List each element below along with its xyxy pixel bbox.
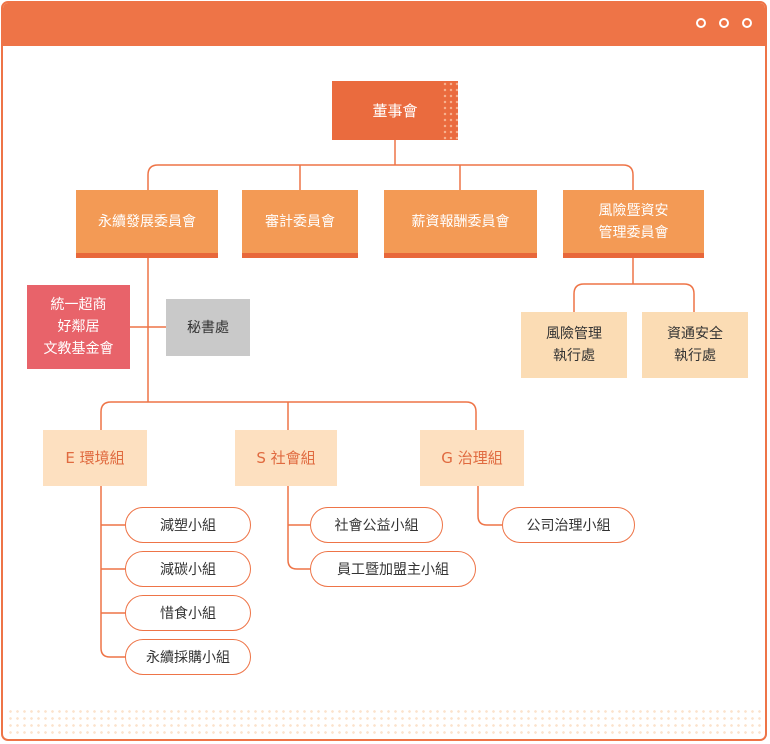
subgroup-label: 減塑小組 <box>160 518 216 534</box>
group-environment: E 環境組 <box>43 430 147 486</box>
window-dot-icon[interactable] <box>742 18 752 28</box>
foundation-node: 統一超商 好鄰居 文教基金會 <box>27 285 130 369</box>
footer-dot-pattern <box>7 708 763 738</box>
subgroup-pill: 減碳小組 <box>125 551 251 587</box>
committee-sustainability: 永續發展委員會 <box>76 190 218 258</box>
subgroup-pill: 社會公益小組 <box>310 507 443 543</box>
subgroup-label: 社會公益小組 <box>334 518 419 534</box>
title-bar <box>3 3 765 46</box>
committee-label: 風險暨資安 管理委員會 <box>598 202 669 241</box>
window-dot-icon[interactable] <box>696 18 706 28</box>
subgroup-label: 公司治理小組 <box>526 518 611 534</box>
executive-risk-management: 風險管理 執行處 <box>521 312 627 378</box>
subgroup-pill: 公司治理小組 <box>502 507 635 543</box>
foundation-label: 統一超商 好鄰居 文教基金會 <box>43 297 114 357</box>
executive-label: 風險管理 執行處 <box>546 326 602 364</box>
committee-risk-security: 風險暨資安 管理委員會 <box>563 190 704 258</box>
secretariat-node: 秘書處 <box>166 299 250 356</box>
executive-info-security: 資通安全 執行處 <box>642 312 748 378</box>
subgroup-label: 員工暨加盟主小組 <box>337 562 449 578</box>
committee-remuneration: 薪資報酬委員會 <box>384 190 537 258</box>
secretariat-label: 秘書處 <box>187 319 229 336</box>
group-label: E 環境組 <box>65 449 125 467</box>
board-label: 董事會 <box>372 101 418 120</box>
group-social: S 社會組 <box>235 430 337 486</box>
subgroup-pill: 惜食小組 <box>125 595 251 631</box>
board-dot-pattern <box>442 81 458 140</box>
executive-label: 資通安全 執行處 <box>667 326 723 364</box>
subgroup-pill: 永續採購小組 <box>125 639 251 675</box>
group-label: G 治理組 <box>441 449 503 467</box>
committee-label: 薪資報酬委員會 <box>411 213 510 230</box>
group-label: S 社會組 <box>256 449 316 467</box>
committee-label: 永續發展委員會 <box>98 213 196 230</box>
committee-label: 審計委員會 <box>265 213 335 230</box>
window-dot-icon[interactable] <box>719 18 729 28</box>
subgroup-label: 惜食小組 <box>160 606 216 622</box>
subgroup-label: 永續採購小組 <box>146 650 230 666</box>
subgroup-pill: 減塑小組 <box>125 507 251 543</box>
committee-audit: 審計委員會 <box>242 190 358 258</box>
subgroup-pill: 員工暨加盟主小組 <box>310 551 476 587</box>
group-governance: G 治理組 <box>420 430 524 486</box>
subgroup-label: 減碳小組 <box>160 562 216 578</box>
board-node: 董事會 <box>332 81 458 140</box>
